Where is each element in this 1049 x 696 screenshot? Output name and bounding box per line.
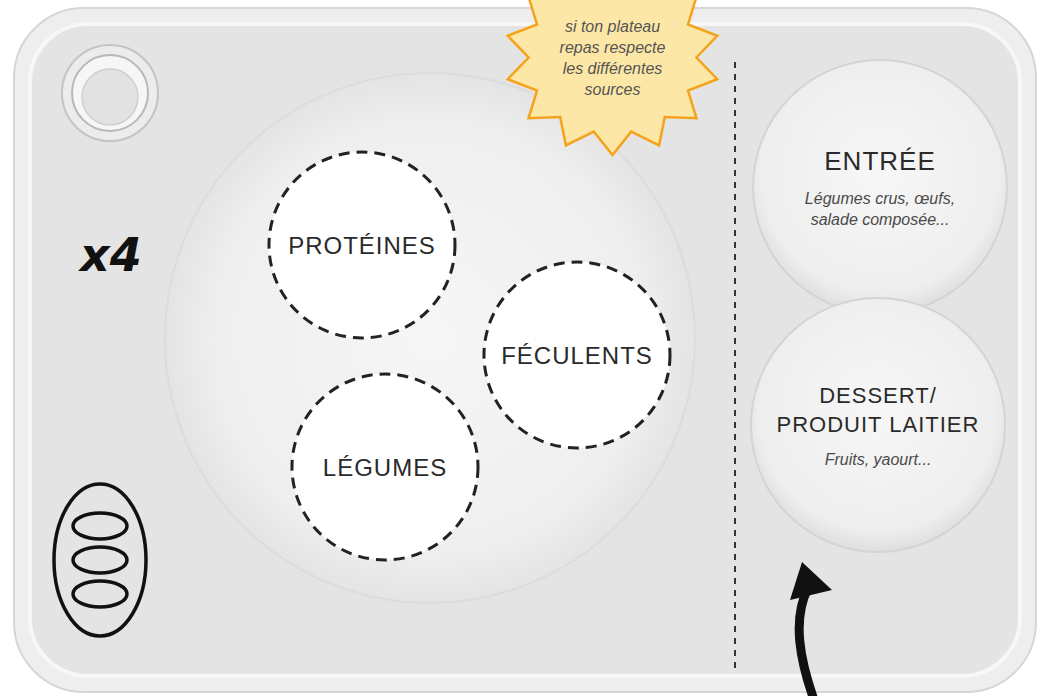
- group-heading: DESSERT/ PRODUIT LAITIER: [771, 381, 985, 439]
- bread-icon: [54, 484, 146, 636]
- bread-cut: [73, 513, 127, 539]
- bowl-node: DESSERT/ PRODUIT LAITIER Fruits, yaourt..…: [751, 298, 1005, 552]
- pointer-arrow: [790, 562, 832, 696]
- arrow-head: [790, 562, 832, 600]
- arrow-shaft: [799, 588, 814, 696]
- group-examples: Fruits, yaourt...: [825, 449, 932, 470]
- bread-cut: [73, 581, 127, 607]
- dashed-circle: [269, 152, 455, 338]
- glass-inner: [72, 55, 148, 131]
- dashed-circle: [484, 262, 670, 448]
- dashed-circle: [292, 374, 478, 560]
- quantity-label: x4: [80, 228, 142, 282]
- food-group-circle: PROTÉINES: [267, 150, 457, 340]
- tray-rim: [14, 8, 1036, 692]
- starter-bowl: [753, 60, 1007, 314]
- divider-line: [734, 62, 736, 668]
- group-heading: ENTRÉE: [824, 144, 935, 178]
- group-heading: LÉGUMES: [323, 452, 447, 483]
- tray-surface: [30, 24, 1020, 676]
- bread-cut: [73, 547, 127, 573]
- starburst-callout: si ton plateau repas respecte les différ…: [505, 0, 720, 155]
- food-group-circle: LÉGUMES: [290, 372, 480, 562]
- food-group-circle: FÉCULENTS: [482, 260, 672, 450]
- callout-text: si ton plateau repas respecte les différ…: [549, 16, 676, 100]
- group-heading: PROTÉINES: [288, 230, 436, 261]
- bowl-node: ENTRÉE Légumes crus, œufs, salade composé…: [753, 60, 1007, 314]
- dessert-bowl: [751, 298, 1005, 552]
- glass-base: [82, 69, 138, 125]
- glass-rim: [62, 45, 158, 141]
- bread-loaf: [54, 484, 146, 636]
- node-outline: [753, 60, 1007, 314]
- starburst-shape: [508, 0, 718, 155]
- water-glass: [62, 45, 158, 141]
- group-heading: FÉCULENTS: [501, 340, 653, 371]
- group-examples: Légumes crus, œufs, salade composée...: [793, 188, 967, 230]
